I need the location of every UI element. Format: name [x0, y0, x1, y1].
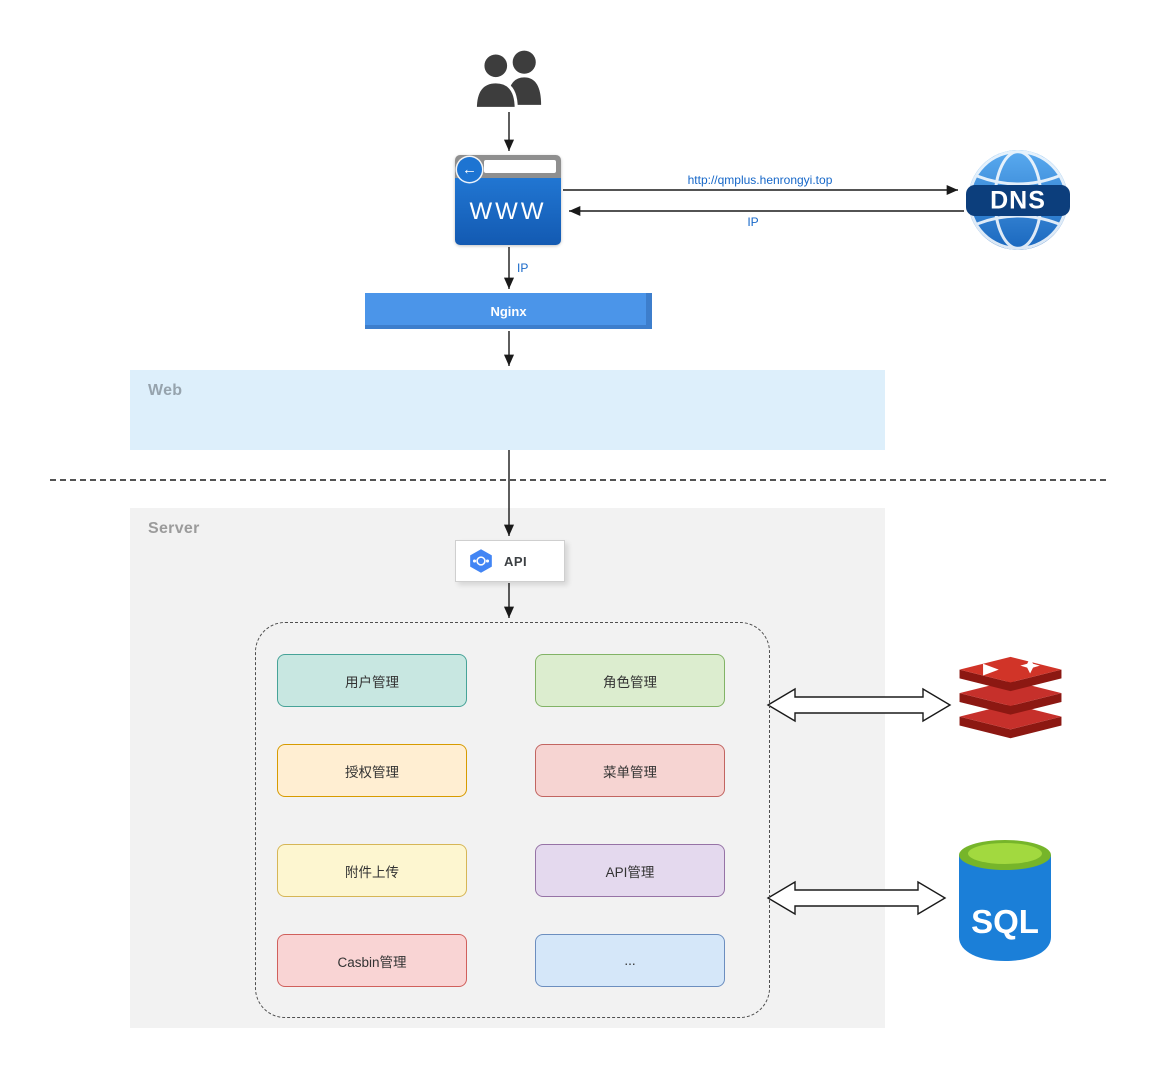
api-node: API — [455, 540, 565, 582]
module-authorization-management: 授权管理 — [277, 744, 467, 797]
dns-response-label: IP — [747, 215, 759, 229]
module-api-management: API管理 — [535, 844, 725, 897]
back-arrow-icon: ← — [457, 157, 482, 182]
sql-label: SQL — [971, 903, 1039, 940]
browser-addressbar — [484, 160, 556, 173]
browser-nginx-ip-label: IP — [517, 261, 529, 275]
dns-node: DNS — [966, 148, 1070, 252]
module-label: ... — [624, 953, 636, 968]
redis-database-icon — [959, 656, 1062, 739]
api-hexagon-icon — [470, 549, 492, 573]
users-icon — [473, 50, 542, 110]
dns-request-label: http://qmplus.henrongyi.top — [687, 173, 833, 187]
module-label: API管理 — [605, 864, 655, 880]
sql-node: SQL — [953, 832, 1057, 966]
dns-band — [966, 185, 1070, 216]
module-group-container — [255, 622, 770, 1018]
module-label: 角色管理 — [603, 674, 657, 690]
module-user-management: 用户管理 — [277, 654, 467, 707]
module-role-management: 角色管理 — [535, 654, 725, 707]
module-attachment-upload: 附件上传 — [277, 844, 467, 897]
module-label: 菜单管理 — [603, 764, 657, 780]
module-menu-management: 菜单管理 — [535, 744, 725, 797]
sql-database-icon: SQL — [959, 840, 1051, 961]
browser-www-label: WWW — [469, 197, 547, 225]
nginx-node: Nginx — [365, 293, 652, 329]
server-zone-label: Server — [148, 520, 200, 537]
module-label: 附件上传 — [345, 864, 399, 880]
api-label: API — [504, 553, 528, 569]
module-label: Casbin管理 — [337, 954, 407, 970]
web-zone-label: Web — [148, 382, 183, 399]
dns-label: DNS — [990, 187, 1046, 215]
browser-node: ← WWW — [455, 155, 561, 245]
users-node — [467, 48, 553, 112]
module-more: ... — [535, 934, 725, 987]
browser-body: WWW — [455, 178, 561, 245]
module-label: 授权管理 — [345, 764, 399, 780]
nginx-label: Nginx — [490, 303, 527, 319]
module-casbin-management: Casbin管理 — [277, 934, 467, 987]
module-label: 用户管理 — [345, 674, 399, 690]
dns-globe-icon: DNS — [966, 150, 1070, 250]
redis-node — [948, 650, 1073, 748]
web-zone: Web — [130, 370, 885, 450]
